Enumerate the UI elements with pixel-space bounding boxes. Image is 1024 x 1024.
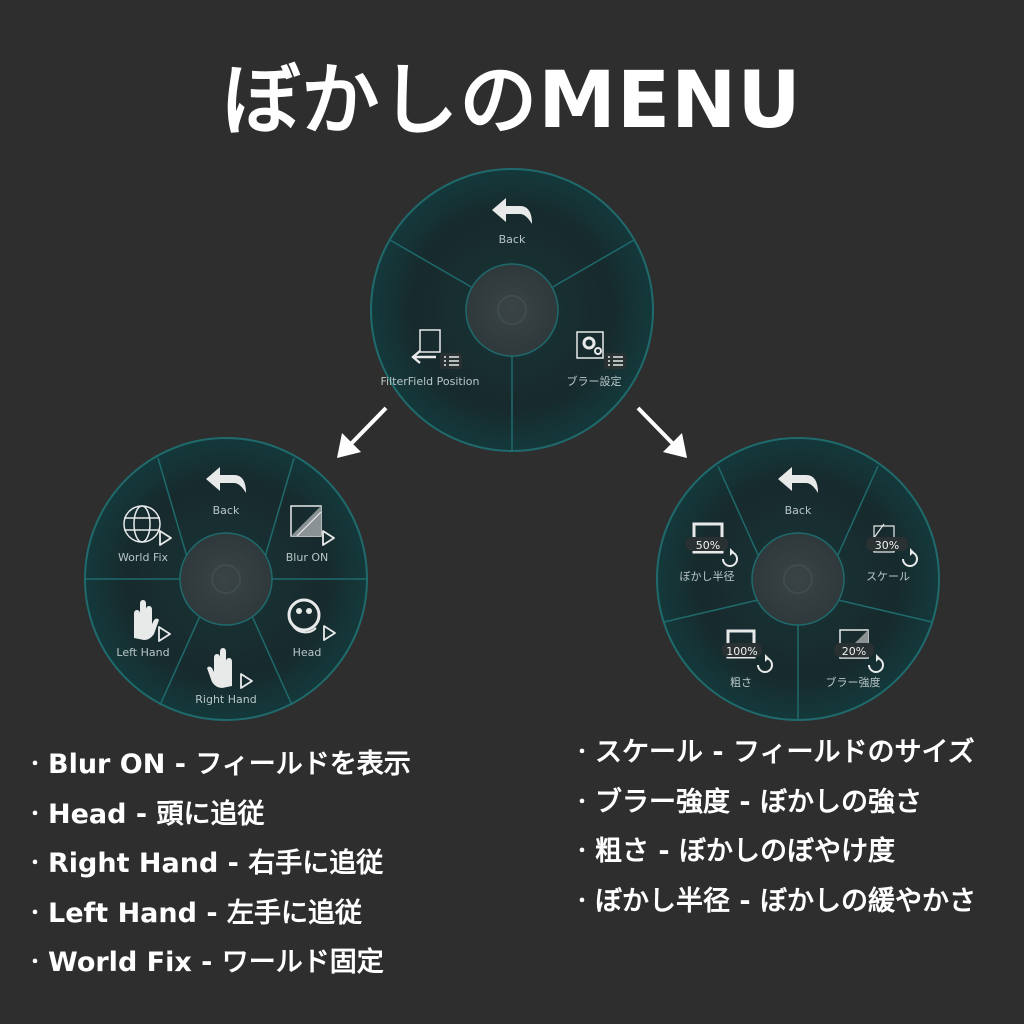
position-radial-menu: Back World Fix Blur ON Left Ha <box>84 437 368 721</box>
bullet: ・ <box>26 853 44 874</box>
blur-radius-label: ぼかし半径 <box>680 569 735 583</box>
radial-menus: Back FilterField Position ブラー設定 <box>84 168 940 721</box>
blur-back-button[interactable]: Back <box>778 467 818 517</box>
position-back-label: Back <box>213 504 240 517</box>
head-button[interactable]: Head <box>287 598 336 659</box>
filterfield-position-label: FilterField Position <box>381 375 480 388</box>
blur-back-label: Back <box>785 504 812 517</box>
scale-value: 30% <box>875 539 899 552</box>
blur-strength-label: ブラー強度 <box>826 675 881 689</box>
right-hand-label: Right Hand <box>195 693 256 706</box>
blur-on-label: Blur ON <box>286 551 328 564</box>
list-item: ・Right Hand - 右手に追従 <box>26 839 411 889</box>
bullet: ・ <box>573 742 591 763</box>
bullet: ・ <box>573 890 591 912</box>
left-hand-button[interactable]: Left Hand <box>116 600 171 659</box>
menus-svg: Back FilterField Position ブラー設定 <box>84 168 940 721</box>
blur-radius-control[interactable]: 50% ぼかし半径 <box>680 522 738 583</box>
blur-settings-label: ブラー設定 <box>567 374 622 388</box>
main-back-button[interactable]: Back <box>492 198 532 246</box>
bullet: ・ <box>26 754 44 775</box>
list-item: ・Blur ON - フィールドを表示 <box>26 740 411 790</box>
main-back-label: Back <box>499 233 526 246</box>
coarseness-label: 粗さ <box>730 676 752 689</box>
coarseness-control[interactable]: 100% 粗さ <box>722 629 773 689</box>
page-title: ぼかしのMENU <box>222 56 802 146</box>
list-item: ・ブラー強度 - ぼかしの強さ <box>573 778 976 828</box>
blur-strength-value: 20% <box>842 645 866 658</box>
list-item: ・粗さ - ぼかしのぼやけ度 <box>573 827 976 877</box>
world-fix-label: World Fix <box>118 551 169 564</box>
blur-description-list: ・スケール - フィールドのサイズ ・ブラー強度 - ぼかしの強さ ・粗さ - … <box>573 728 976 926</box>
list-item: ・Left Hand - 左手に追従 <box>26 889 411 939</box>
blur-strength-control[interactable]: 20% ブラー強度 <box>826 629 884 689</box>
arrow-right <box>636 406 687 458</box>
coarseness-value: 100% <box>726 645 757 658</box>
globe-icon <box>123 505 161 543</box>
list-item: ・ぼかし半径 - ぼかしの緩やかさ <box>573 877 976 927</box>
head-icon <box>287 598 321 634</box>
filter-position-icon <box>411 329 462 369</box>
bullet: ・ <box>26 803 44 825</box>
bullet: ・ <box>26 952 44 973</box>
filterfield-position-button[interactable]: FilterField Position <box>381 329 480 388</box>
scale-label: スケール <box>866 570 910 583</box>
position-description-list: ・Blur ON - フィールドを表示 ・Head - 頭に追従 ・Right … <box>26 740 411 988</box>
main-radial-menu: Back FilterField Position ブラー設定 <box>370 168 654 452</box>
left-hand-label: Left Hand <box>116 646 169 659</box>
head-label: Head <box>293 646 322 659</box>
blur-on-button[interactable]: Blur ON <box>286 505 335 564</box>
arrow-left <box>337 406 388 458</box>
list-item: ・World Fix - ワールド固定 <box>26 938 411 988</box>
hand-icon <box>207 648 232 688</box>
bullet: ・ <box>573 841 591 862</box>
blur-radius-value: 50% <box>696 539 720 552</box>
blur-settings-gear-icon <box>576 331 626 369</box>
list-item: ・Head - 頭に追従 <box>26 790 411 840</box>
world-fix-button[interactable]: World Fix <box>118 505 172 564</box>
bullet: ・ <box>26 902 44 924</box>
hand-icon <box>134 600 159 640</box>
right-hand-button[interactable]: Right Hand <box>195 648 257 706</box>
list-item: ・スケール - フィールドのサイズ <box>573 728 976 778</box>
scale-control[interactable]: 30% スケール <box>866 523 918 583</box>
position-back-button[interactable]: Back <box>206 467 246 517</box>
blur-radial-menu: Back 50% ぼかし半径 30% スケール 100% 粗さ <box>656 437 940 721</box>
blur-settings-button[interactable]: ブラー設定 <box>567 331 627 388</box>
bullet: ・ <box>573 791 591 813</box>
blur-on-icon <box>290 505 322 537</box>
